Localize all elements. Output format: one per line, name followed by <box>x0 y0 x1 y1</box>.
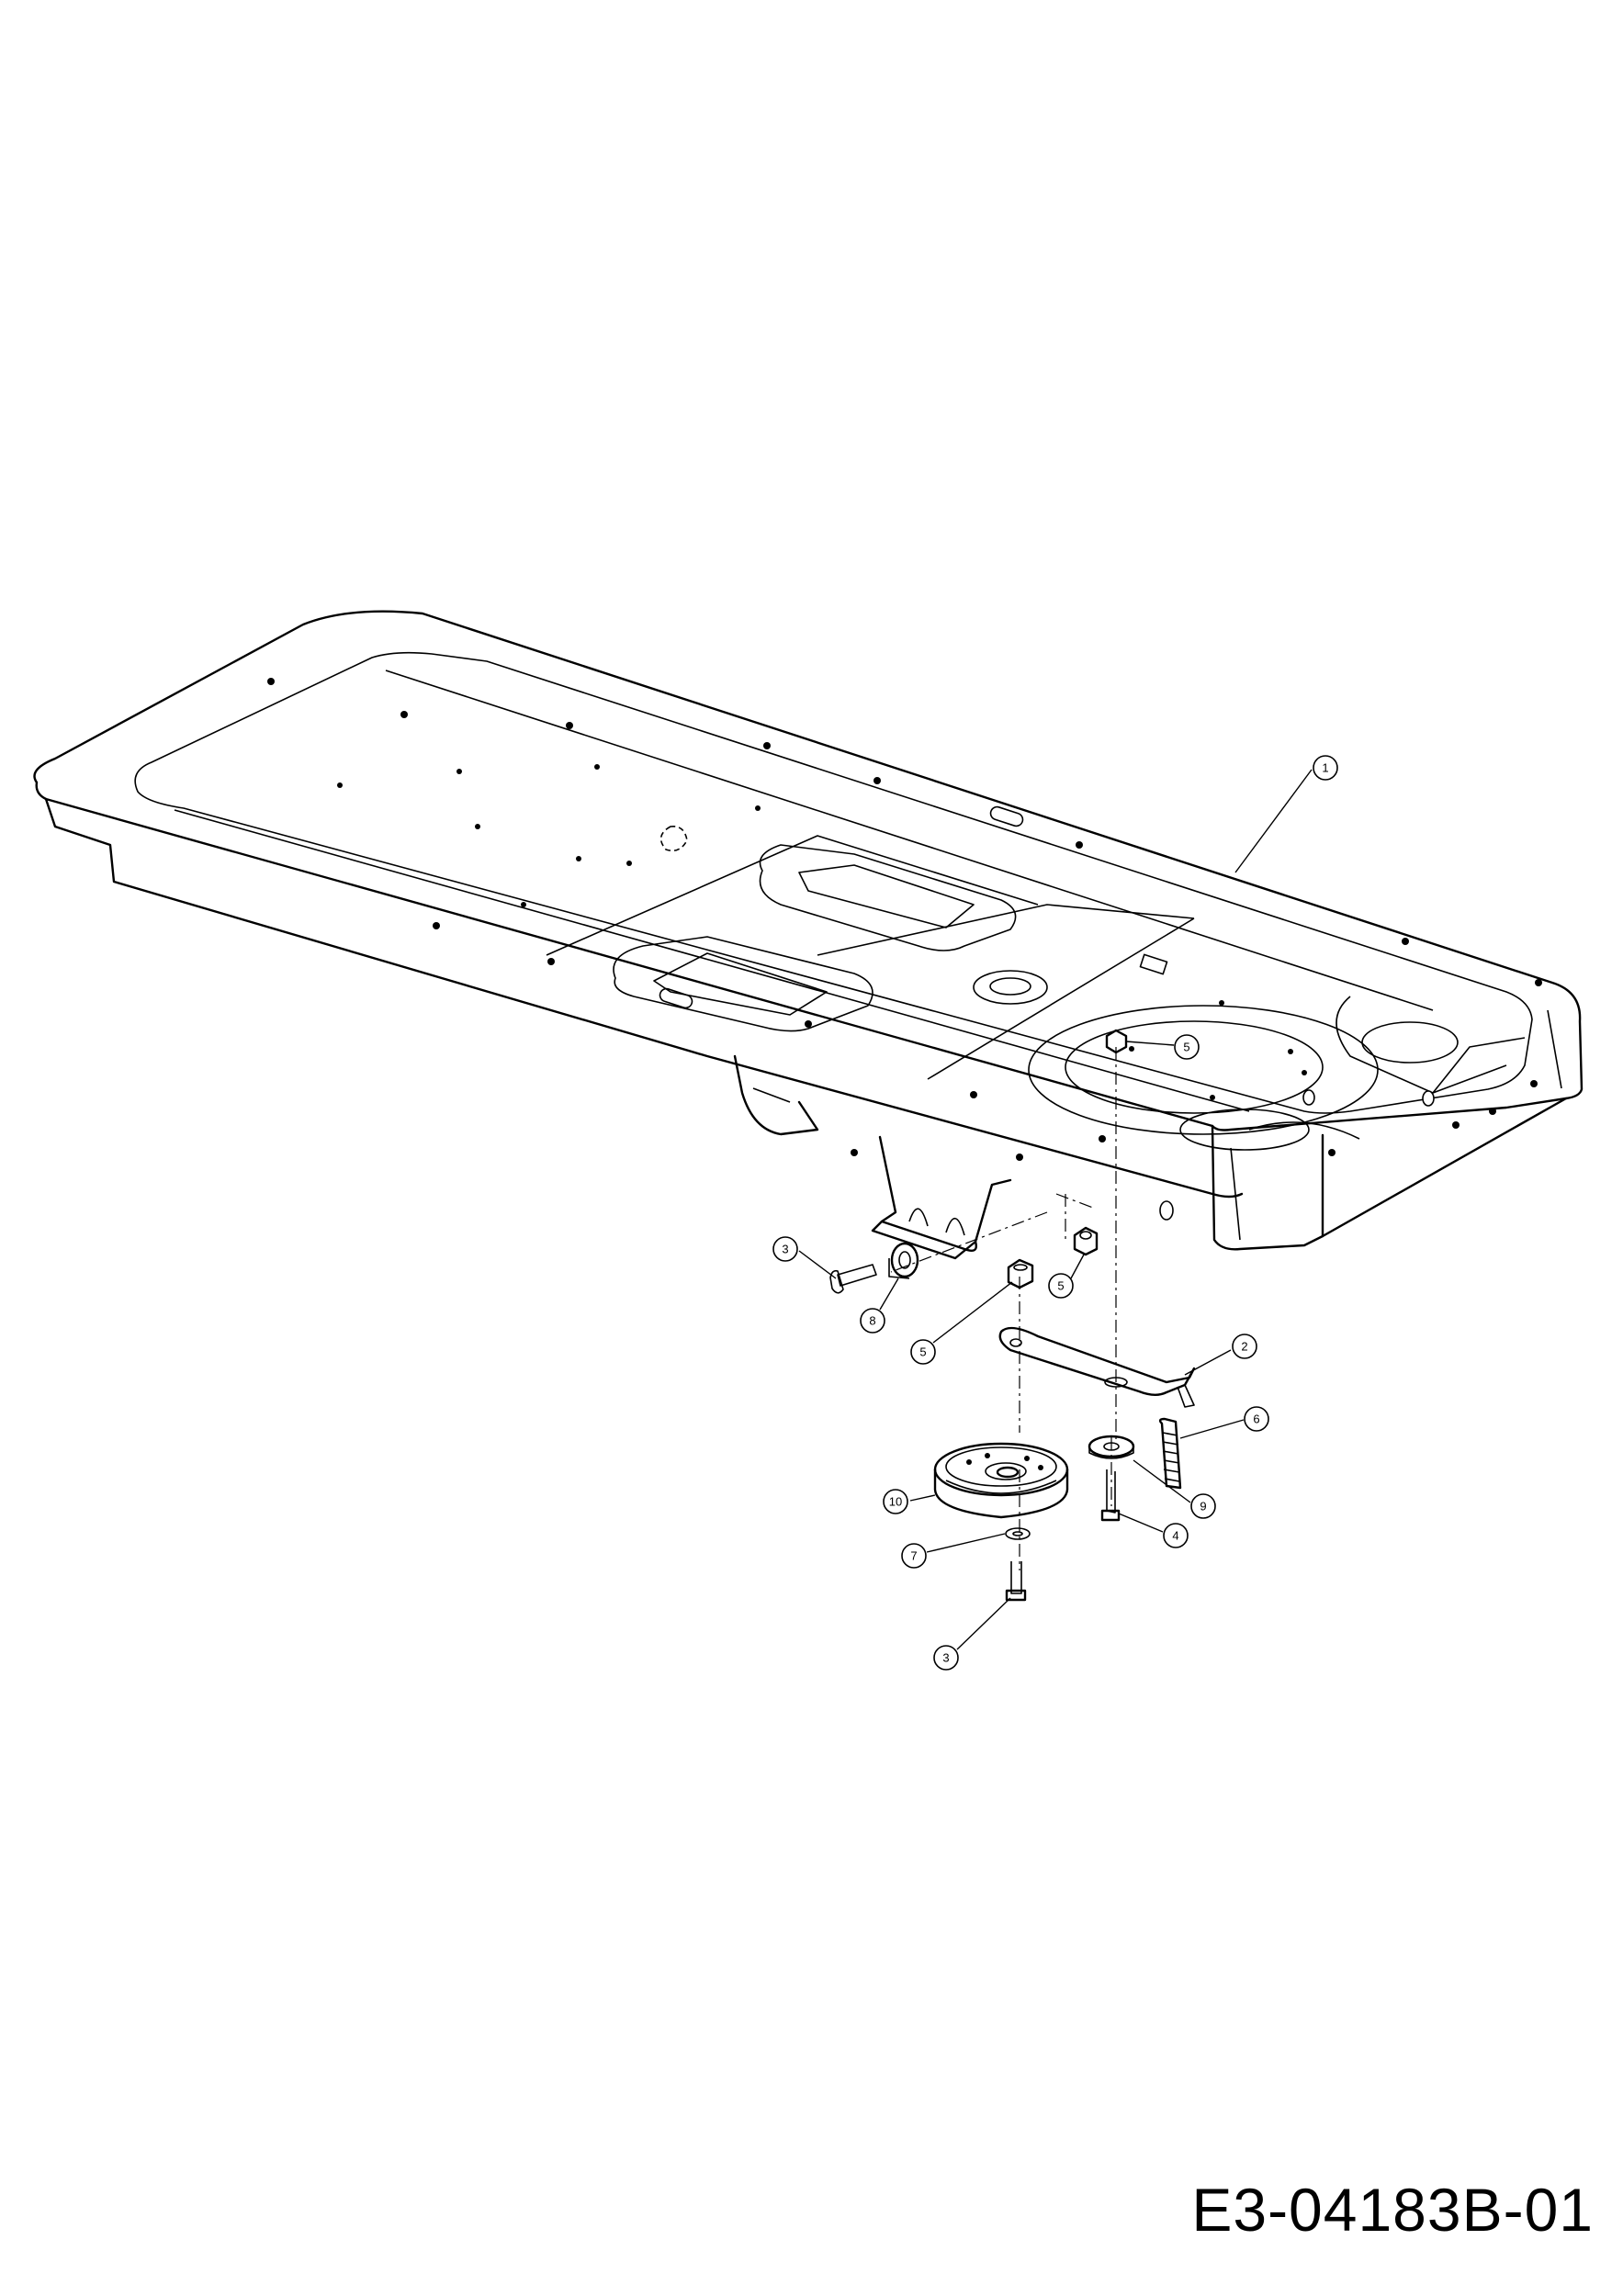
callout-leader-line <box>1118 1513 1164 1533</box>
callout-leader-line <box>1133 1459 1191 1503</box>
callout-4: 4 <box>1118 1513 1189 1548</box>
assembly-centre-lines <box>890 1047 1117 1570</box>
callout-leader-line <box>1125 1041 1175 1046</box>
washer-part <box>1005 1435 1135 1540</box>
callout-label: 1 <box>1322 761 1328 775</box>
callout-label: 3 <box>942 1651 949 1665</box>
callout-leader-line <box>1184 1349 1232 1376</box>
callout-bubble <box>860 1308 885 1334</box>
callout-5: 5 <box>910 1281 1013 1365</box>
callout-5: 5 <box>1125 1034 1200 1060</box>
callout-label: 5 <box>1183 1041 1189 1054</box>
spacer-part <box>888 1242 919 1279</box>
callout-leader-line <box>1179 1419 1245 1439</box>
pulley-part <box>933 1442 1069 1519</box>
callout-bubble <box>883 1489 908 1514</box>
callout-9: 9 <box>1133 1459 1216 1519</box>
spring-part <box>1158 1417 1182 1490</box>
callout-bubble <box>1174 1034 1200 1060</box>
callout-label: 9 <box>1200 1500 1206 1514</box>
callout-bubble <box>1048 1273 1074 1299</box>
callout-label: 10 <box>889 1495 902 1509</box>
callout-bubble <box>772 1236 798 1262</box>
callout-leader-line <box>956 1597 1011 1650</box>
callout-label: 3 <box>782 1243 788 1256</box>
callout-label: 6 <box>1253 1412 1259 1426</box>
callout-bubble <box>1313 755 1338 781</box>
callout-3: 3 <box>933 1597 1011 1671</box>
callout-bubble <box>901 1543 927 1569</box>
callout-leader-line <box>1234 769 1313 873</box>
callout-10: 10 <box>883 1489 936 1514</box>
callout-label: 7 <box>910 1549 917 1563</box>
bolt-part <box>829 1264 877 1294</box>
callout-bubble <box>933 1645 959 1671</box>
callout-leader-line <box>932 1281 1013 1344</box>
callout-leader-line <box>909 1494 936 1502</box>
callout-layer: 1 2 3 3 4 5 5 5 6 7 8 9 10 <box>772 755 1338 1671</box>
callout-leader-line <box>798 1250 837 1279</box>
shoulder-bolt-part <box>1005 1469 1121 1602</box>
callout-7: 7 <box>901 1533 1006 1569</box>
callout-2: 2 <box>1184 1334 1257 1376</box>
idler-arm-part <box>998 1326 1196 1408</box>
callout-bubble <box>1190 1493 1216 1519</box>
callout-6: 6 <box>1179 1406 1269 1439</box>
callout-bubble <box>910 1339 936 1365</box>
callout-label: 5 <box>919 1345 926 1359</box>
callout-leader-line <box>926 1533 1006 1553</box>
frame-part <box>33 610 1584 1260</box>
callout-label: 2 <box>1241 1340 1247 1354</box>
callout-3: 3 <box>772 1236 837 1279</box>
drawing-id: E3-04183B-01 <box>1191 2176 1594 2244</box>
callout-bubble <box>1163 1523 1189 1548</box>
callout-bubble <box>1244 1406 1269 1432</box>
callout-5: 5 <box>1048 1254 1085 1299</box>
callout-leader-line <box>879 1277 899 1311</box>
callout-bubble <box>1232 1334 1257 1359</box>
nut-part <box>1007 1029 1128 1289</box>
callout-label: 4 <box>1172 1529 1178 1543</box>
callout-label: 5 <box>1057 1279 1064 1293</box>
callout-label: 8 <box>869 1314 875 1328</box>
callout-leader-line <box>1070 1254 1085 1279</box>
callout-1: 1 <box>1234 755 1338 873</box>
callout-8: 8 <box>860 1277 899 1334</box>
